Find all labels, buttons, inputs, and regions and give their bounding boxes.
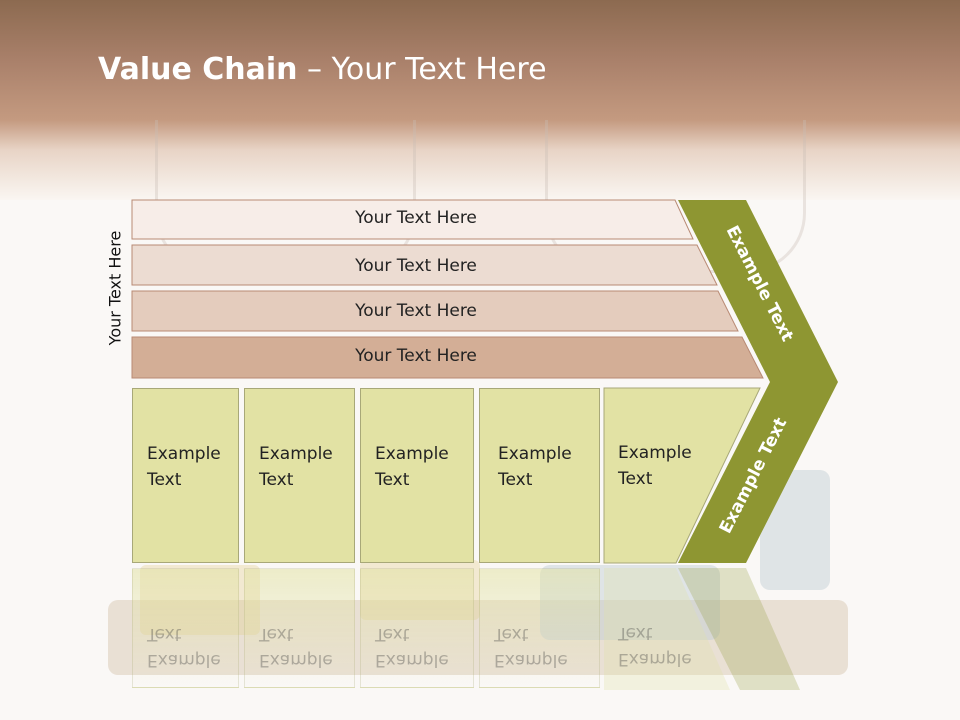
column-1-line2: Text xyxy=(147,470,182,490)
chevron-reflection xyxy=(678,568,800,690)
column-3-line1: Example xyxy=(375,444,449,464)
chevron-arrow xyxy=(678,200,838,563)
band-3 xyxy=(131,290,739,332)
column-4-line1: Example xyxy=(498,444,572,464)
column-4-line2: Text xyxy=(498,470,533,490)
column-5-line1: Example xyxy=(618,443,692,463)
band-1-label: Your Text Here xyxy=(355,208,477,228)
column-2-line2: Text xyxy=(259,470,294,490)
band-2 xyxy=(131,244,718,286)
band-4 xyxy=(131,336,764,379)
column-5-shape xyxy=(603,387,761,564)
band-4-label: Your Text Here xyxy=(355,346,477,366)
band-3-label: Your Text Here xyxy=(355,301,477,321)
column-5-line2: Text xyxy=(618,469,653,489)
band-1 xyxy=(131,199,694,240)
column-1-line1: Example xyxy=(147,444,221,464)
column-5-reflection xyxy=(604,568,730,690)
title-bold: Value Chain xyxy=(98,52,298,87)
page-title: Value Chain – Your Text Here xyxy=(98,52,547,87)
title-rest: – Your Text Here xyxy=(297,52,547,87)
column-3-line2: Text xyxy=(375,470,410,490)
column-2-line1: Example xyxy=(259,444,333,464)
band-2-label: Your Text Here xyxy=(355,256,477,276)
